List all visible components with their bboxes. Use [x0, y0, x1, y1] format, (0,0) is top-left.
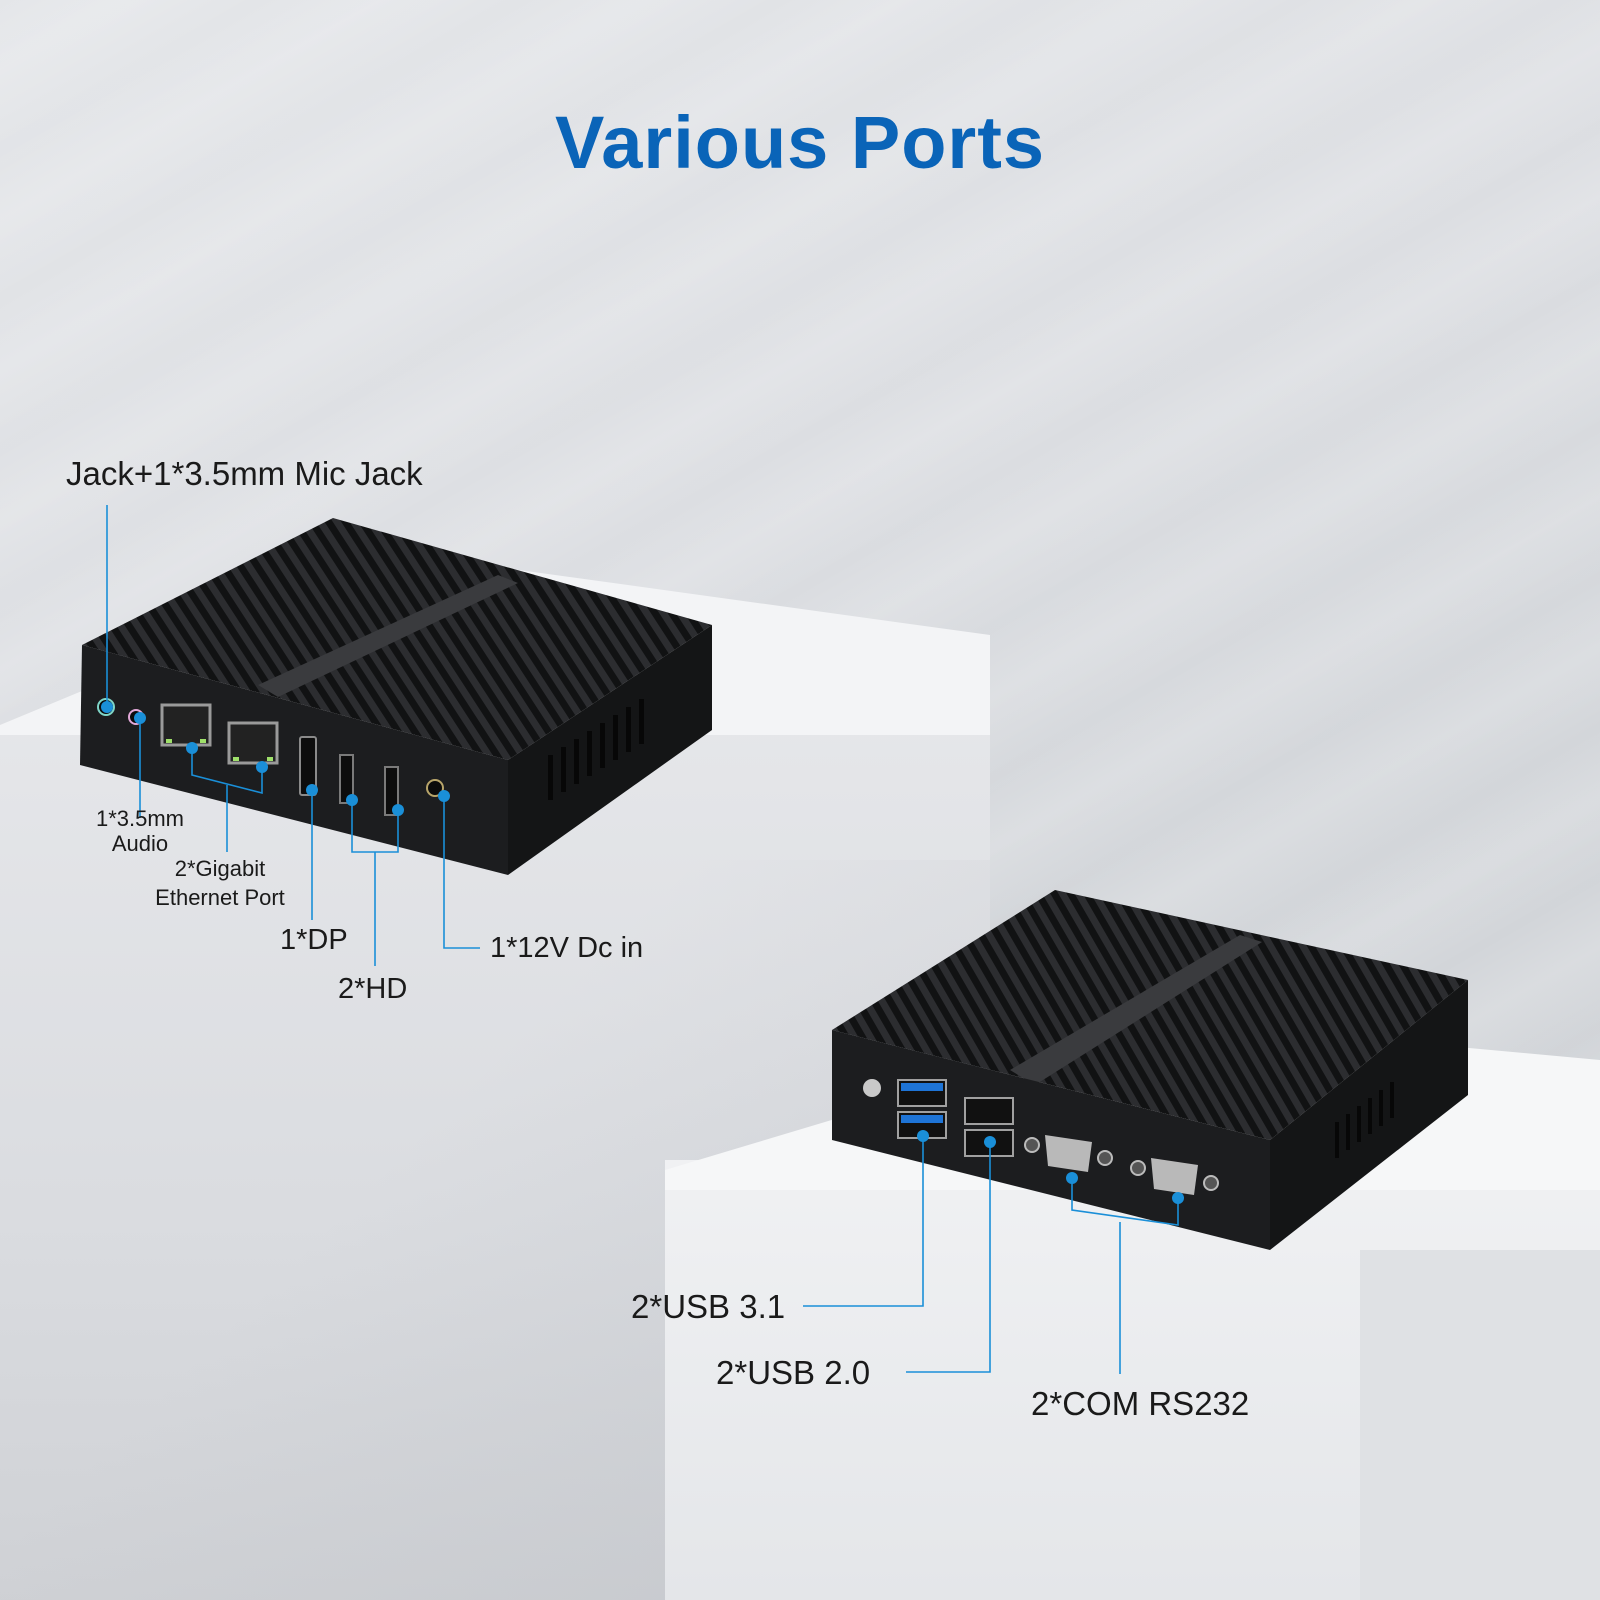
label-audio-jack: 1*3.5mm Audio [92, 806, 188, 856]
power-button-icon [863, 1079, 881, 1097]
mini-pc-front-view [78, 515, 728, 885]
label-usb2: 2*USB 2.0 [716, 1354, 871, 1391]
label-dc-in: 1*12V Dc in [490, 932, 644, 964]
mini-pc-rear-view [830, 890, 1470, 1260]
page-title: Various Ports [554, 101, 1046, 184]
usb3-port-icon [897, 1079, 947, 1139]
label-audio-line1: 1*3.5mm [95, 806, 185, 831]
label-audio-line2: Audio [111, 831, 169, 856]
label-com: 2*COM RS232 [1031, 1385, 1250, 1422]
label-usb3: 2*USB 3.1 [631, 1288, 786, 1325]
right-pedestal-side [1360, 1250, 1600, 1600]
label-ethernet-line1: 2*Gigabit [174, 856, 266, 881]
label-hdmi: 2*HD [338, 973, 408, 1005]
displayport-icon [299, 736, 317, 796]
mic-jack-icon [97, 698, 115, 716]
label-mic-jack: Jack+1*3.5mm Mic Jack [66, 455, 423, 492]
label-dp: 1*DP [280, 924, 348, 956]
label-ethernet: 2*Gigabit Ethernet Port [150, 854, 290, 912]
dc-in-icon [426, 779, 444, 797]
audio-jack-icon [128, 709, 144, 725]
label-ethernet-line2: Ethernet Port [155, 885, 285, 910]
